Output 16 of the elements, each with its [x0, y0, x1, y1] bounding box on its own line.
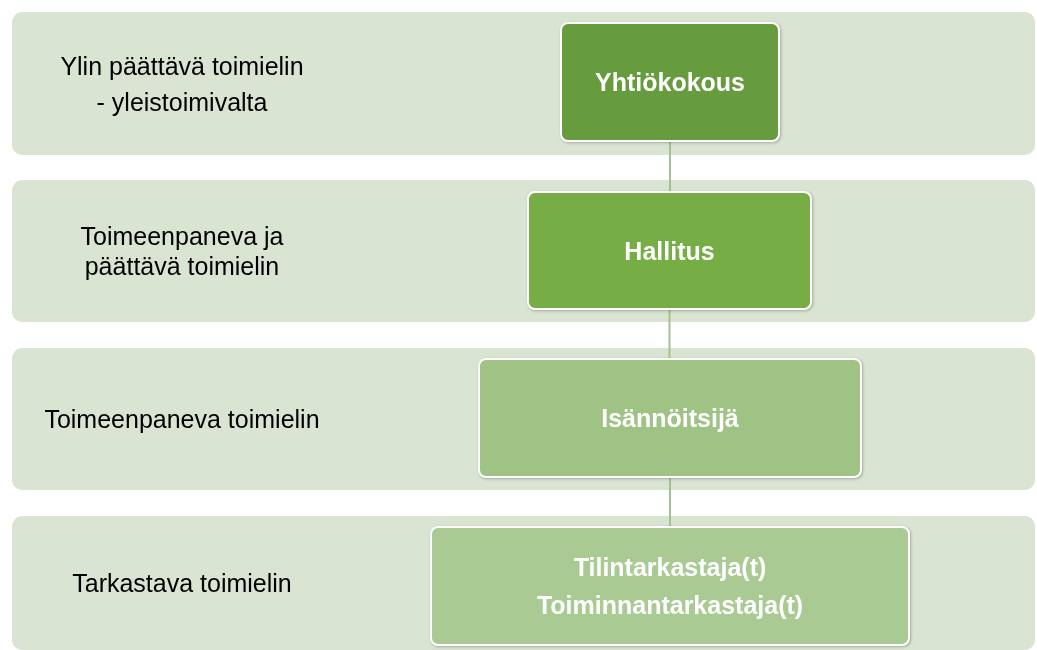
tier-band — [12, 12, 1035, 155]
tier-label: Tarkastava toimielin — [72, 568, 292, 598]
connector-line — [669, 477, 671, 527]
tier-note: - yleistoimivalta — [96, 86, 268, 117]
connector-line — [668, 309, 671, 359]
organ-box: Yhtiökokous — [560, 22, 780, 142]
tier-label: Toimeenpaneva toimielin — [44, 404, 320, 434]
tier-band — [12, 516, 1035, 650]
organ-box: Tilintarkastaja(t) Toiminnantarkastaja(t) — [430, 526, 910, 646]
tier-band — [12, 348, 1035, 490]
tier-label: Toimeenpaneva ja päättävä toimielin — [79, 221, 285, 281]
organ-box: Hallitus — [527, 191, 812, 310]
tier-band — [12, 180, 1035, 322]
connector-line — [669, 141, 671, 192]
organ-box: Isännöitsijä — [478, 358, 862, 478]
tier-label: Ylin päättävä toimielin — [60, 50, 304, 81]
